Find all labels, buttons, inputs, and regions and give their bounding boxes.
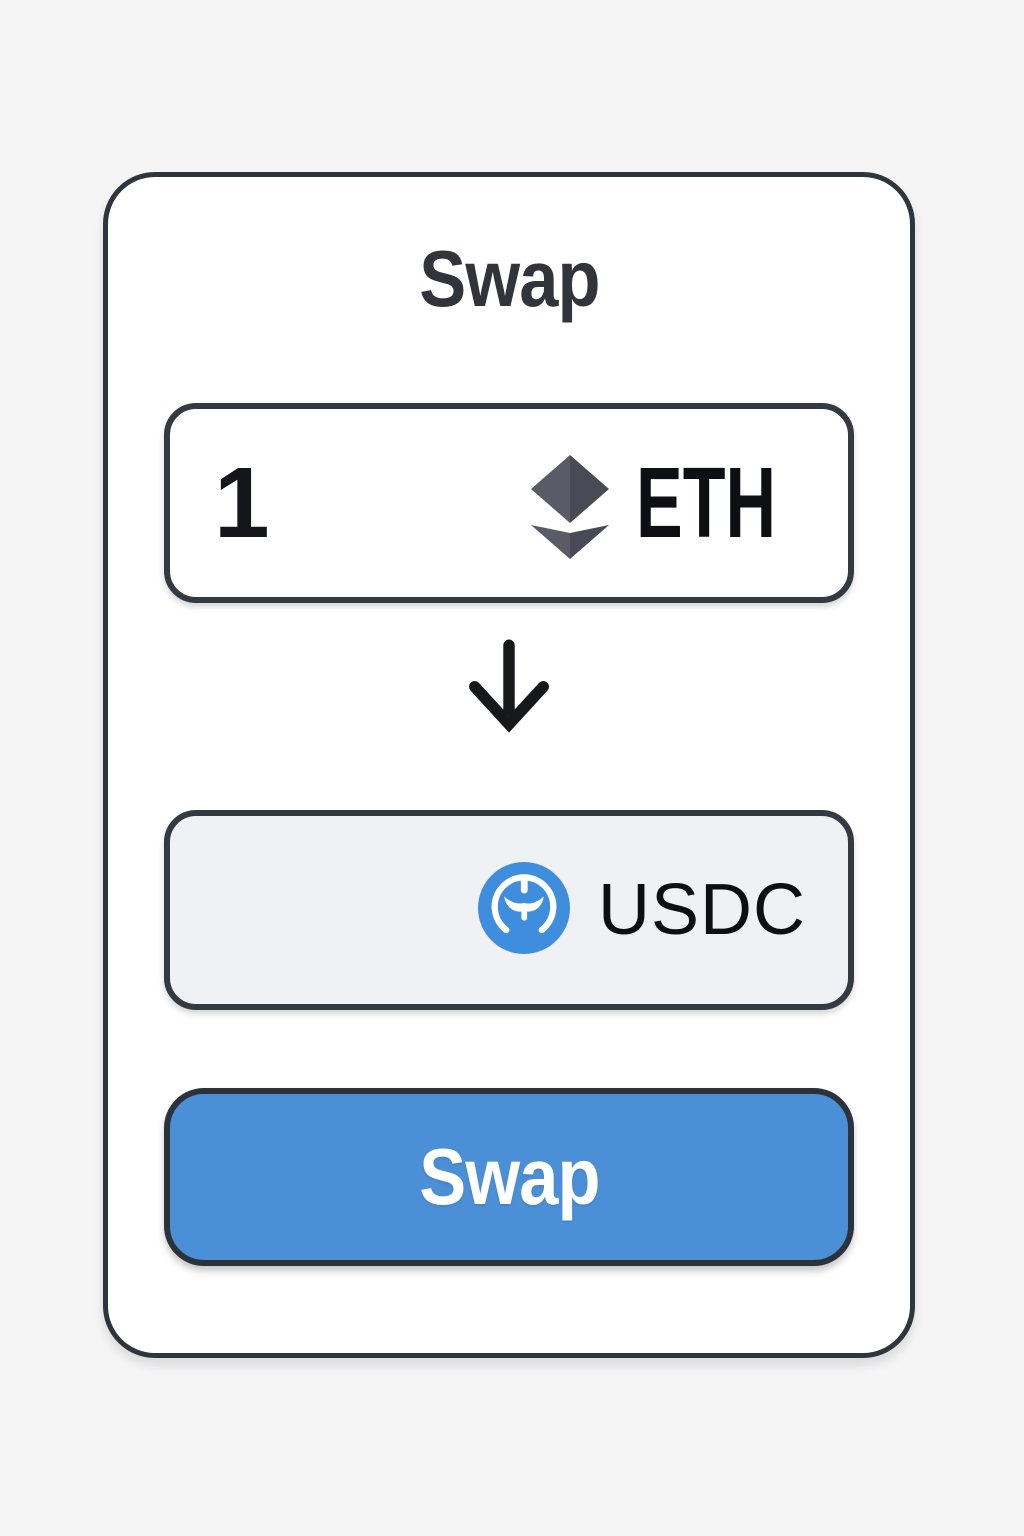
card-title: Swap — [108, 233, 910, 325]
to-token-field: USDC — [164, 810, 854, 1010]
ethereum-icon — [530, 449, 610, 559]
arrow-down-icon — [469, 639, 549, 733]
swap-button-label: Swap — [418, 1132, 600, 1221]
from-token-field: ETH — [164, 403, 854, 603]
swap-button[interactable]: Swap — [164, 1088, 854, 1266]
to-amount-input[interactable] — [214, 852, 478, 968]
from-token-selector[interactable]: ETH — [530, 446, 806, 561]
from-token-label: ETH — [636, 446, 776, 559]
usdc-icon — [477, 861, 570, 959]
from-amount-input[interactable] — [214, 445, 530, 561]
swap-direction-indicator — [108, 639, 910, 747]
swap-card: Swap ETH — [103, 172, 915, 1358]
card-title-text: Swap — [418, 234, 600, 323]
to-token-label: USDC — [597, 870, 806, 950]
to-token-selector[interactable]: USDC — [477, 861, 806, 959]
